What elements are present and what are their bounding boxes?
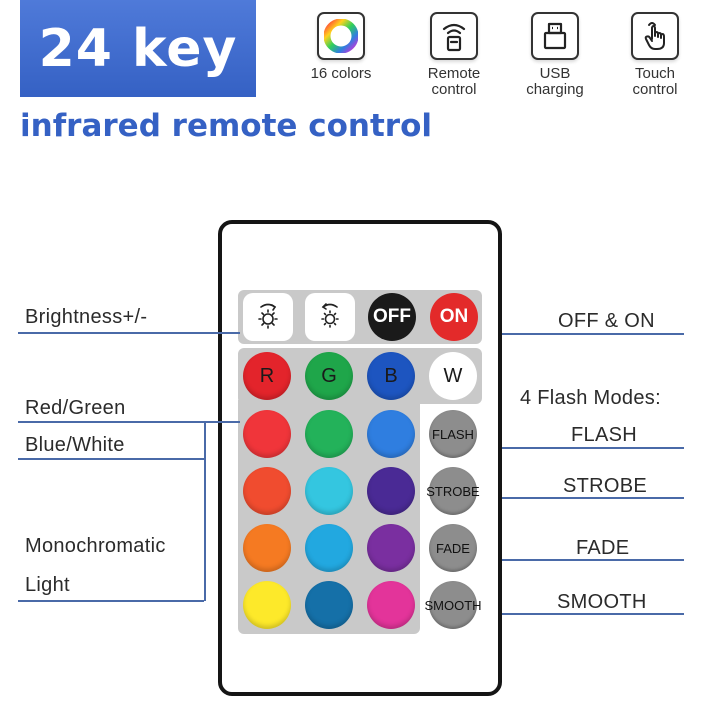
brightness-up-button[interactable]: [243, 293, 293, 341]
color-button[interactable]: [367, 524, 415, 572]
feature-label: charging: [526, 81, 584, 98]
off-button[interactable]: OFF: [368, 293, 416, 341]
smooth-mode-button[interactable]: SMOOTH: [424, 581, 482, 629]
callout-flash-modes: 4 Flash Modes:: [520, 387, 661, 409]
blue-button[interactable]: B: [367, 352, 415, 400]
callout-off-on: OFF & ON: [558, 310, 655, 332]
page-subtitle: infrared remote control: [20, 108, 433, 144]
callout-monochromatic: Monochromatic: [25, 535, 166, 557]
white-button[interactable]: W: [429, 352, 477, 400]
color-button[interactable]: [367, 467, 415, 515]
flash-mode-button[interactable]: FLASH: [429, 410, 477, 458]
feature-label: control: [431, 81, 477, 98]
callout-brightness: Brightness+/-: [25, 306, 148, 328]
brightness-down-button[interactable]: [305, 293, 355, 341]
remote-signal-icon: [430, 12, 478, 60]
color-button[interactable]: [367, 581, 415, 629]
touch-hand-icon: [631, 12, 679, 60]
fade-mode-button[interactable]: FADE: [429, 524, 477, 572]
red-button[interactable]: R: [243, 352, 291, 400]
color-button[interactable]: [243, 524, 291, 572]
callout-line: [502, 613, 684, 615]
brightness-down-icon: [321, 303, 339, 328]
callout-line: [18, 421, 240, 423]
feature-remote-control: Remote control: [409, 12, 499, 98]
callout-flash: FLASH: [571, 424, 637, 446]
color-button[interactable]: [243, 581, 291, 629]
callout-line: [18, 600, 204, 602]
callout-strobe: STROBE: [563, 475, 648, 497]
callout-line: [502, 559, 684, 561]
usb-plug-icon: [531, 12, 579, 60]
feature-label: Touch: [634, 65, 676, 82]
color-button[interactable]: [305, 410, 353, 458]
feature-label: 16 colors: [310, 65, 372, 82]
callout-line: [502, 333, 684, 335]
strobe-mode-button[interactable]: STROBE: [426, 467, 480, 515]
color-button[interactable]: [243, 467, 291, 515]
callout-line: [502, 447, 684, 449]
color-wheel-icon: [317, 12, 365, 60]
callout-line: [204, 421, 206, 601]
callout-blue-white: Blue/White: [25, 434, 125, 456]
on-button[interactable]: ON: [430, 293, 478, 341]
callout-fade: FADE: [576, 537, 630, 559]
feature-label: control: [632, 81, 678, 98]
remote-control-body: OFF ON R G B W FLASH STROBE FADE SMOOTH: [218, 220, 502, 696]
callout-light: Light: [25, 574, 70, 596]
green-button[interactable]: G: [305, 352, 353, 400]
color-button[interactable]: [305, 581, 353, 629]
brightness-up-icon: [258, 303, 278, 329]
feature-usb-charging: USB charging: [510, 12, 600, 98]
color-button[interactable]: [305, 467, 353, 515]
feature-16-colors: 16 colors: [296, 12, 386, 82]
color-button[interactable]: [367, 410, 415, 458]
callout-line: [18, 458, 204, 460]
feature-label: USB: [539, 65, 571, 82]
callout-smooth: SMOOTH: [557, 591, 647, 613]
feature-touch-control: Touch control: [610, 12, 700, 98]
color-button[interactable]: [305, 524, 353, 572]
callout-line: [18, 332, 240, 334]
feature-label: Remote: [427, 65, 481, 82]
color-button[interactable]: [243, 410, 291, 458]
page-title: 24 key: [38, 18, 238, 79]
title-banner: 24 key: [20, 0, 256, 97]
callout-red-green: Red/Green: [25, 397, 126, 419]
callout-line: [502, 497, 684, 499]
